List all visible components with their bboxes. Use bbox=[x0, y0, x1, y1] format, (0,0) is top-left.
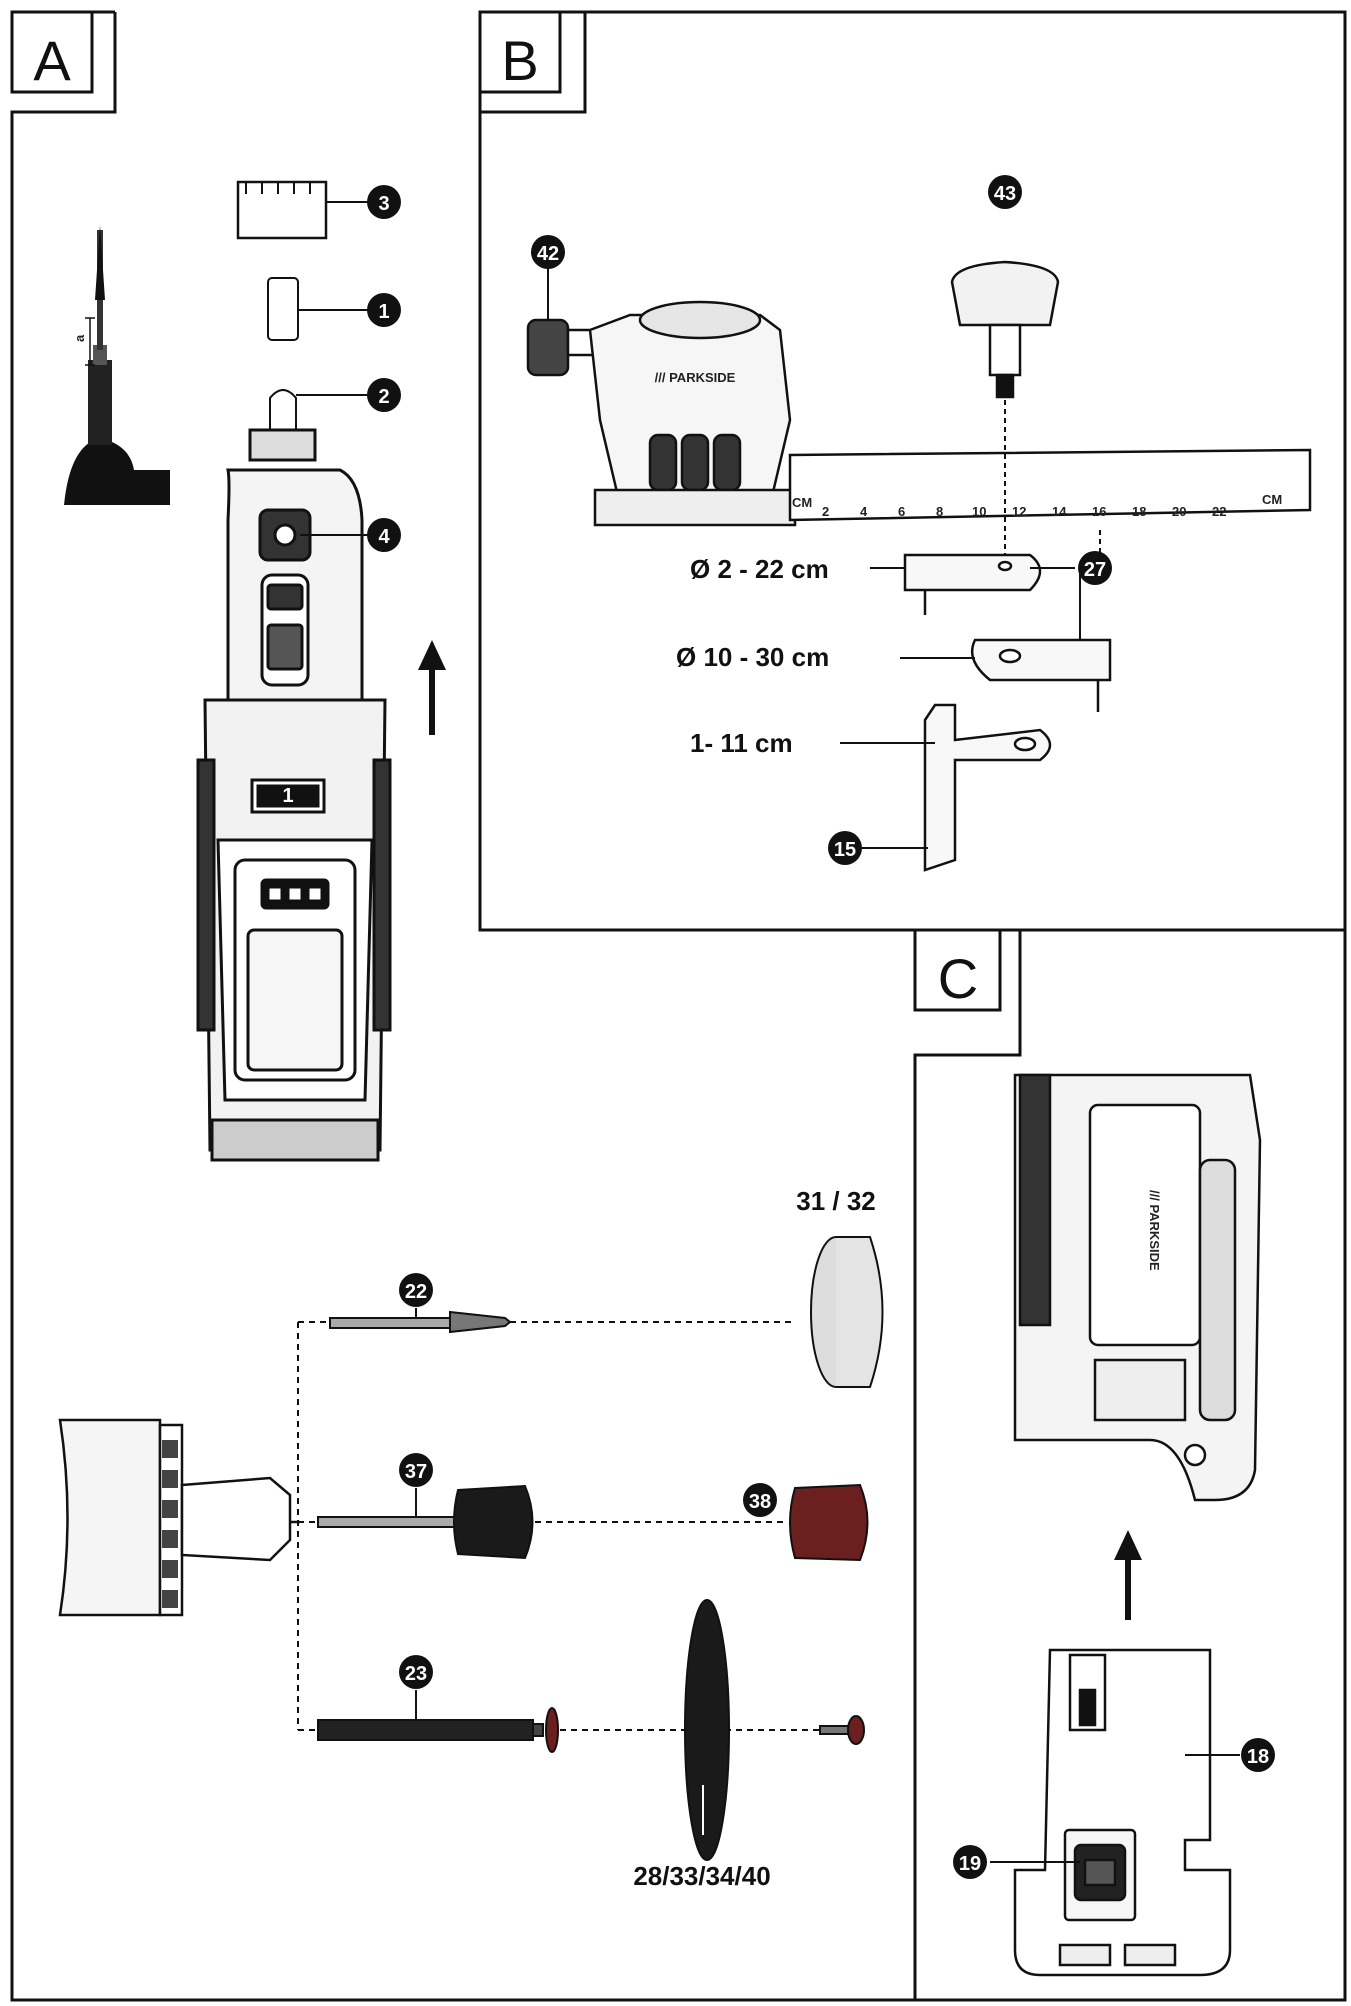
battery-pack-18 bbox=[1013, 1648, 1232, 1977]
mandrel-22 bbox=[329, 1310, 512, 1334]
sanding-sleeve-38 bbox=[789, 1483, 869, 1562]
badge-22: 22 bbox=[399, 1273, 433, 1318]
badge-43: 43 bbox=[988, 175, 1022, 209]
svg-text:37: 37 bbox=[405, 1461, 427, 1483]
cutter-brand-logo: /// PARKSIDE bbox=[655, 370, 736, 385]
svg-text:19: 19 bbox=[959, 1853, 981, 1875]
svg-text:1: 1 bbox=[378, 301, 389, 323]
svg-text:CM: CM bbox=[792, 495, 812, 510]
svg-text:15: 15 bbox=[834, 839, 856, 861]
collet-closeup bbox=[58, 1418, 300, 1617]
mandrel-37 bbox=[317, 1484, 534, 1560]
svg-text:3: 3 bbox=[378, 193, 389, 215]
pivot-adapters bbox=[903, 553, 1112, 872]
svg-text:2: 2 bbox=[822, 504, 829, 519]
bit-depth-label: a bbox=[72, 334, 87, 342]
svg-text:14: 14 bbox=[1052, 504, 1067, 519]
svg-text:1- 11 cm: 1- 11 cm bbox=[690, 728, 793, 758]
svg-text:12: 12 bbox=[1012, 504, 1026, 519]
svg-text:22: 22 bbox=[1212, 504, 1226, 519]
svg-text:Ø 2 - 22 cm: Ø 2 - 22 cm bbox=[690, 554, 829, 584]
cutting-disc-28-40 bbox=[684, 1599, 730, 1861]
svg-text:42: 42 bbox=[537, 243, 559, 265]
badge-15: 15 bbox=[828, 831, 928, 865]
rotary-tool-body: 1 bbox=[196, 428, 392, 1162]
svg-text:23: 23 bbox=[405, 1663, 427, 1685]
svg-text:Ø 10 - 30 cm: Ø 10 - 30 cm bbox=[676, 642, 829, 672]
svg-text:4: 4 bbox=[860, 504, 868, 519]
mandrel-23 bbox=[317, 1707, 559, 1753]
svg-text:8: 8 bbox=[936, 504, 943, 519]
knob-43 bbox=[950, 260, 1101, 560]
svg-text:6: 6 bbox=[898, 504, 905, 519]
svg-text:27: 27 bbox=[1084, 559, 1106, 581]
collet bbox=[267, 277, 299, 341]
dim-label-2-22: Ø 2 - 22 cm bbox=[690, 554, 905, 584]
switch-digit: 1 bbox=[282, 785, 293, 807]
svg-text:2: 2 bbox=[378, 386, 389, 408]
svg-text:22: 22 bbox=[405, 1281, 427, 1303]
badge-4: 4 bbox=[300, 518, 401, 552]
svg-text:43: 43 bbox=[994, 183, 1016, 205]
section-c-label: C bbox=[938, 947, 978, 1010]
arrow-up-a bbox=[418, 640, 446, 735]
badge-23: 23 bbox=[399, 1655, 433, 1720]
badge-19: 19 bbox=[953, 1845, 1080, 1879]
grinding-stone-31-32 bbox=[810, 1236, 884, 1388]
bit-detail: a bbox=[64, 225, 170, 505]
badge-42: 42 bbox=[531, 235, 565, 320]
mandrel-screw bbox=[819, 1715, 865, 1745]
section-a-label: A bbox=[33, 29, 71, 92]
label-28-33-34-40: 28/33/34/40 bbox=[633, 1861, 770, 1891]
ruler-ticks: CM 2 4 6 8 10 12 14 16 18 20 22 CM bbox=[792, 492, 1282, 519]
circle-cutter-guide: /// PARKSIDE bbox=[526, 300, 1312, 527]
section-b-label: B bbox=[501, 29, 538, 92]
svg-text:10: 10 bbox=[972, 504, 986, 519]
badge-3: 3 bbox=[367, 185, 401, 219]
dim-label-1-11: 1- 11 cm bbox=[690, 728, 935, 758]
badge-38: 38 bbox=[743, 1483, 777, 1517]
badge-2: 2 bbox=[367, 378, 401, 412]
chuck-parts bbox=[236, 180, 368, 431]
svg-text:4: 4 bbox=[378, 526, 390, 548]
svg-text:18: 18 bbox=[1132, 504, 1146, 519]
svg-text:CM: CM bbox=[1262, 492, 1282, 507]
collet-nut bbox=[236, 180, 328, 240]
svg-text:16: 16 bbox=[1092, 504, 1106, 519]
arrow-up-c bbox=[1114, 1530, 1142, 1620]
badge-27: 27 bbox=[1030, 551, 1112, 640]
svg-text:20: 20 bbox=[1172, 504, 1186, 519]
battery-brand-logo: /// PARKSIDE bbox=[1147, 1190, 1162, 1271]
frame-lines bbox=[10, 10, 1347, 2002]
badge-18: 18 bbox=[1185, 1738, 1275, 1772]
spindle bbox=[269, 389, 297, 431]
label-31-32: 31 / 32 bbox=[796, 1186, 876, 1216]
svg-text:38: 38 bbox=[749, 1491, 771, 1513]
dim-label-10-30: Ø 10 - 30 cm bbox=[676, 642, 975, 672]
tool-base-closeup: /// PARKSIDE bbox=[1013, 1073, 1262, 1502]
badge-1: 1 bbox=[367, 293, 401, 327]
svg-text:18: 18 bbox=[1247, 1746, 1269, 1768]
connector-lines bbox=[297, 1321, 820, 1731]
badge-37: 37 bbox=[399, 1453, 433, 1517]
